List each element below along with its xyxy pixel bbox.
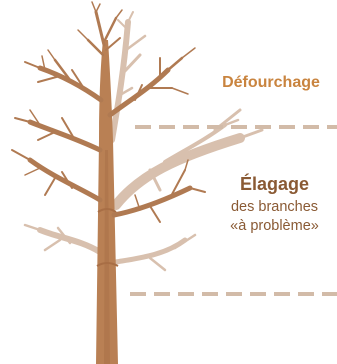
removed-lower-left-branch [37,227,103,255]
elagage-title: Élagage [239,174,310,194]
removed-branches [23,11,264,272]
upper-right-branch [107,67,171,118]
elagage-subtitle-line1: des branches [230,199,319,215]
elagage-subtitle-line2: «à problème» [230,218,319,234]
defourchage-label: Défourchage [222,74,320,91]
guide-lines [130,125,337,296]
upper-left-branch [37,65,104,103]
removed-fork-leader [109,19,131,143]
trunk [96,40,119,364]
kept-branches [11,1,206,223]
middle-left-branch [27,119,103,153]
lower-left-branch [27,157,103,203]
removed-problem-branch [111,133,245,210]
lower-right-branch [111,185,193,218]
